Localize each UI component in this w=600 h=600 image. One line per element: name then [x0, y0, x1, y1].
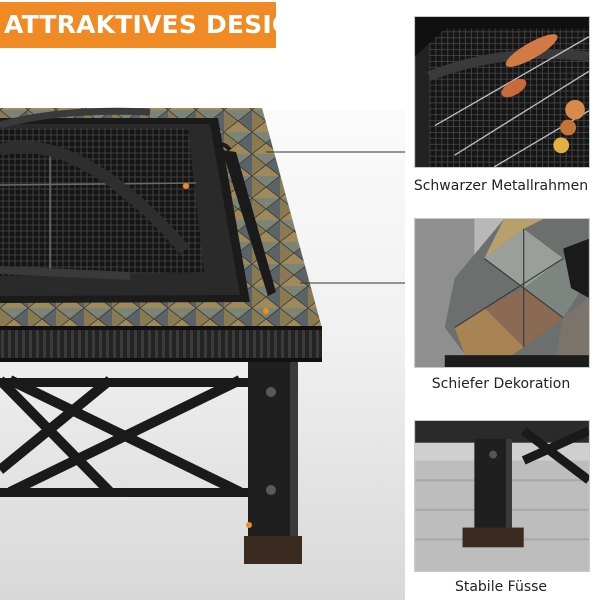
leg-foot-icon	[415, 421, 589, 571]
banner-title: ATTRAKTIVES DESIGN	[0, 2, 314, 48]
caption-slate: Schiefer Dekoration	[431, 376, 571, 392]
slate-tile-icon	[415, 219, 589, 367]
grill-grate-icon	[415, 17, 589, 167]
caption-frame: Schwarzer Metallrahmen	[413, 178, 589, 194]
detail-photo-grate	[414, 16, 590, 168]
detail-photo-slate	[414, 218, 590, 368]
caption-foot: Stabile Füsse	[454, 579, 548, 595]
detail-photo-foot	[414, 420, 590, 572]
